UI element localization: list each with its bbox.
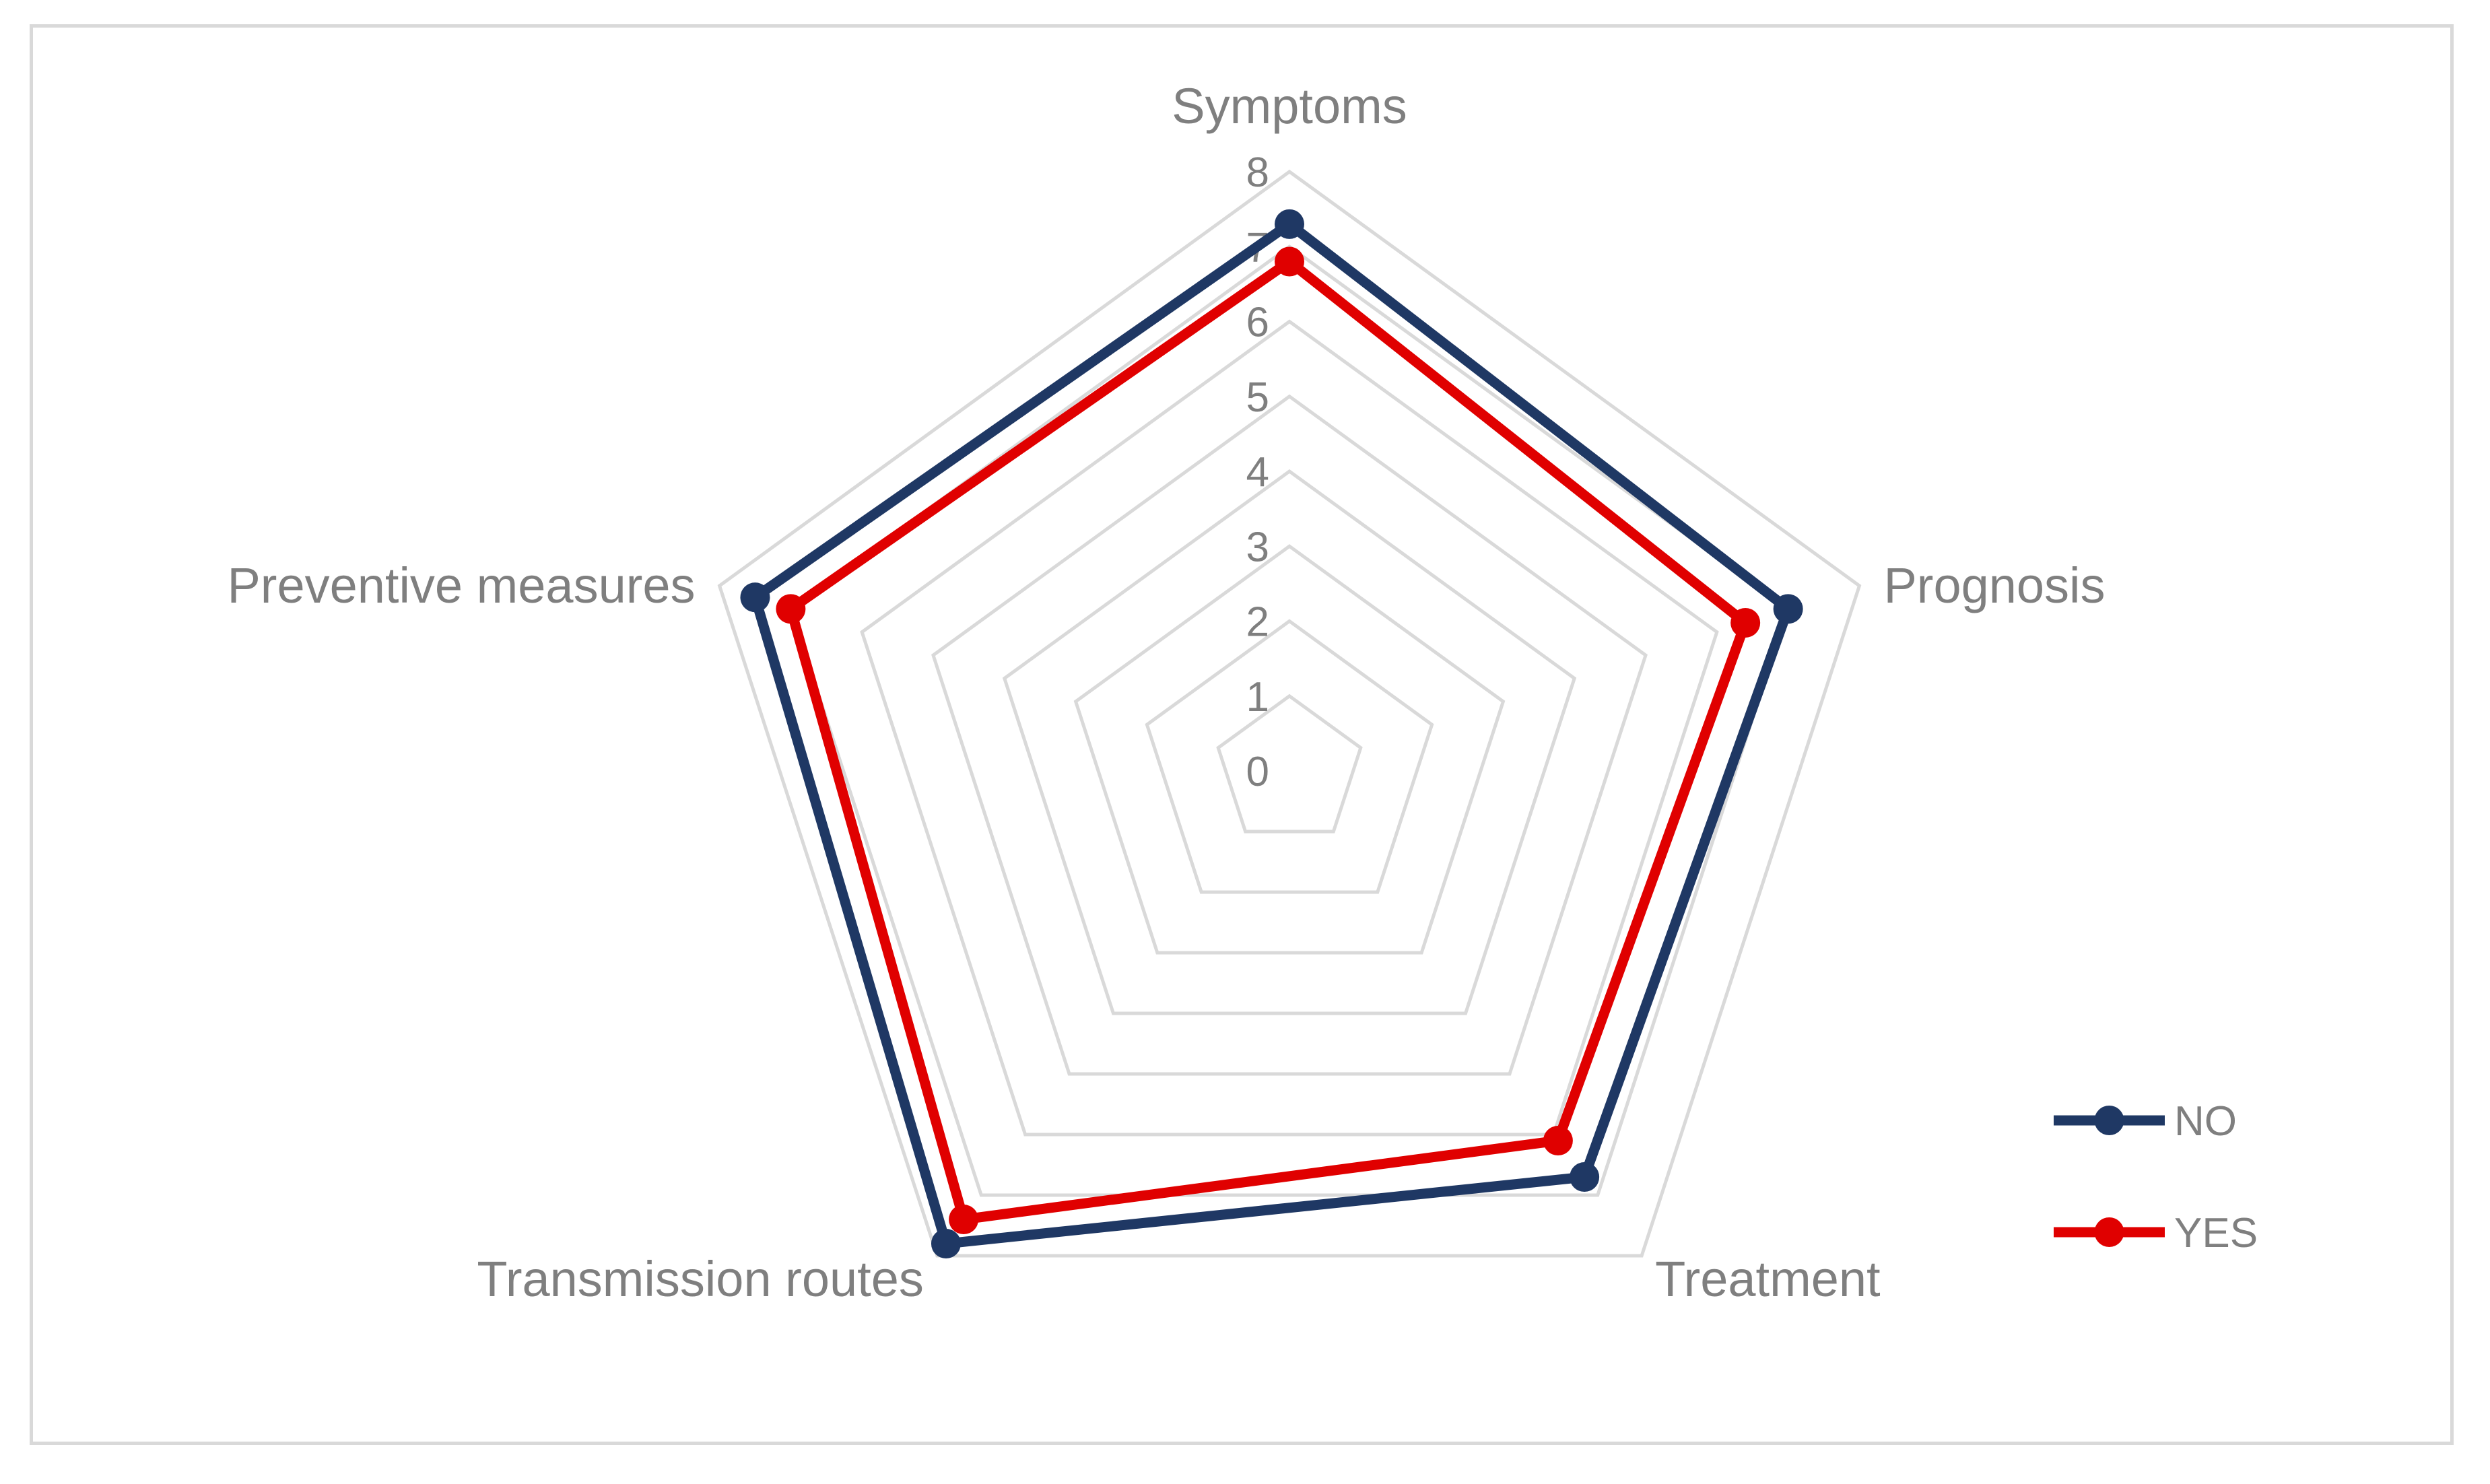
tick-label-1: 1 xyxy=(1246,674,1269,720)
radar-grid xyxy=(717,169,1862,1258)
category-label-preventive-measures: Preventive measures xyxy=(227,558,695,613)
tick-label-2: 2 xyxy=(1246,599,1269,646)
tick-label-4: 4 xyxy=(1246,449,1269,496)
category-label-prognosis: Prognosis xyxy=(1883,558,2105,613)
grid-ring-2 xyxy=(1145,619,1434,894)
point-no-symptoms xyxy=(1275,209,1304,239)
grid-ring-8 xyxy=(717,169,1862,1258)
grid-ring-5 xyxy=(931,394,1648,1076)
series-line-no xyxy=(749,219,1794,1249)
grid-ring-7 xyxy=(788,244,1790,1197)
legend-label-no: NO xyxy=(2174,1098,2237,1145)
grid-ring-3 xyxy=(1073,544,1506,955)
point-yes-transmission-routes xyxy=(949,1205,979,1235)
point-yes-treatment xyxy=(1543,1126,1573,1156)
point-no-transmission-routes xyxy=(931,1229,961,1259)
point-yes-preventive-measures xyxy=(776,594,806,624)
series-no xyxy=(740,209,1803,1259)
grid-ring-1 xyxy=(1216,694,1363,834)
category-label-symptoms: Symptoms xyxy=(1172,78,1407,134)
tick-label-5: 5 xyxy=(1246,374,1269,421)
series-yes xyxy=(776,246,1761,1235)
grid-ring-6 xyxy=(860,319,1719,1137)
legend-marker-no xyxy=(2094,1106,2124,1135)
tick-label-8: 8 xyxy=(1246,149,1269,196)
legend-label-yes: YES xyxy=(2174,1210,2258,1256)
tick-label-3: 3 xyxy=(1246,524,1269,570)
grid-ring-4 xyxy=(1002,469,1577,1015)
legend-item-yes: YES xyxy=(2054,1210,2258,1256)
point-yes-symptoms xyxy=(1275,246,1304,277)
point-no-preventive-measures xyxy=(740,582,770,613)
point-yes-prognosis xyxy=(1730,607,1761,638)
category-label-transmission-routes: Transmission routes xyxy=(477,1251,923,1307)
point-no-treatment xyxy=(1570,1162,1600,1192)
legend-item-no: NO xyxy=(2054,1098,2237,1145)
tick-label-0: 0 xyxy=(1246,749,1269,795)
legend: NO YES xyxy=(2054,1098,2258,1256)
category-label-treatment: Treatment xyxy=(1655,1251,1881,1307)
legend-marker-yes xyxy=(2094,1217,2124,1247)
series-layer xyxy=(740,209,1803,1259)
series-line-yes xyxy=(785,257,1751,1225)
point-no-prognosis xyxy=(1773,594,1803,624)
tick-label-6: 6 xyxy=(1246,300,1269,346)
